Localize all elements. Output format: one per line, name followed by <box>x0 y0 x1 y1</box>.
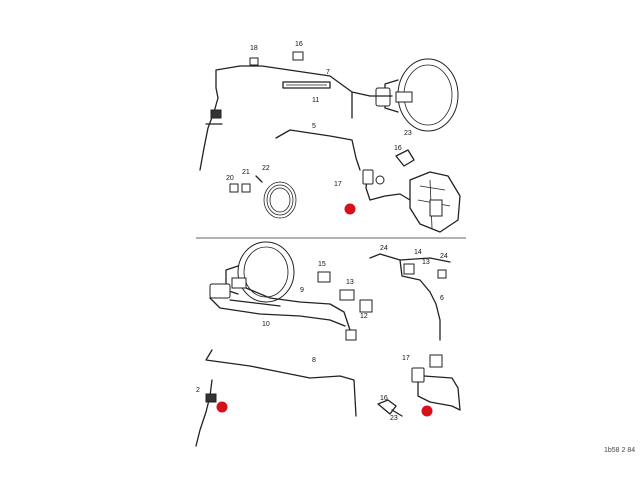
coil-tube-22 <box>255 175 297 219</box>
callout-13: 13 <box>422 259 430 266</box>
part-20 <box>229 183 239 193</box>
clip-13 <box>339 289 355 301</box>
clip-16 <box>292 51 304 61</box>
brake-line-5 <box>275 129 361 171</box>
clip-18 <box>249 57 259 66</box>
callout-5: 5 <box>312 123 316 130</box>
callout-2: 2 <box>196 387 200 394</box>
callout-23: 23 <box>390 415 398 422</box>
callout-23: 23 <box>404 130 412 137</box>
watermark: 1b58 2 84 <box>604 447 635 454</box>
callout-7: 7 <box>326 69 330 76</box>
clip-15 <box>359 299 373 313</box>
callout-17: 17 <box>402 355 410 362</box>
callout-12: 12 <box>360 313 368 320</box>
callout-22: 22 <box>262 165 270 172</box>
callout-20: 20 <box>226 175 234 182</box>
callout-9: 9 <box>300 287 304 294</box>
callout-13b: 13 <box>346 279 354 286</box>
brake-line-9 <box>245 287 351 331</box>
fitting-12 <box>345 329 357 341</box>
highlight-marker-right <box>421 405 433 417</box>
part-21 <box>241 183 251 193</box>
part-24b <box>437 269 447 279</box>
callout-24: 24 <box>380 245 388 252</box>
clip-14 <box>403 263 415 275</box>
callout-8: 8 <box>312 357 316 364</box>
callout-15: 15 <box>318 261 326 268</box>
highlight-marker-top <box>344 203 356 215</box>
callout-14: 14 <box>414 249 422 256</box>
brake-line-8 <box>205 349 357 417</box>
callout-11: 11 <box>312 97 319 104</box>
right-rear-hose <box>417 379 461 411</box>
callout-6: 6 <box>440 295 444 302</box>
bottom-assembly: 24 14 13 24 15 13 9 12 6 10 8 2 17 16 23 <box>195 241 461 447</box>
bracket-11 <box>282 81 331 89</box>
callout-18: 18 <box>250 45 258 52</box>
brake-line-10 <box>209 297 346 327</box>
brake-line-7 <box>215 65 393 119</box>
callout-16b: 16 <box>394 145 402 152</box>
highlight-marker-left <box>216 401 228 413</box>
left-rear-hose <box>195 379 213 447</box>
callout-21: 21 <box>242 169 250 176</box>
clip-24 <box>317 271 331 283</box>
front-suspension <box>409 171 461 233</box>
callout-16: 16 <box>380 395 388 402</box>
brake-booster-top <box>375 58 459 132</box>
callout-17: 17 <box>334 181 342 188</box>
brake-line-6 <box>369 253 441 341</box>
callout-10: 10 <box>262 321 270 328</box>
left-front-hose <box>199 97 219 171</box>
callout-16: 16 <box>295 41 303 48</box>
callout-24b: 24 <box>440 253 448 260</box>
top-assembly: 18 16 7 11 5 23 16 20 21 22 17 <box>199 41 461 233</box>
brake-booster-bottom <box>209 241 295 303</box>
